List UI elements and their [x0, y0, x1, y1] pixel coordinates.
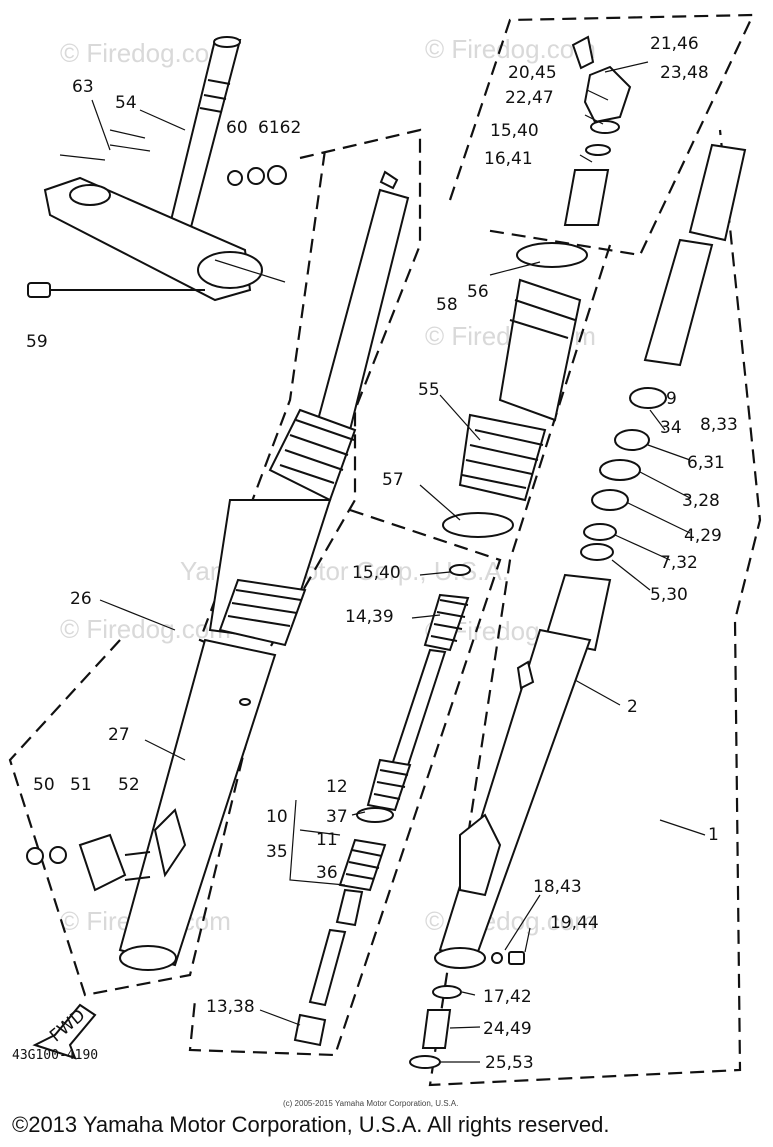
part-number: 15,40 — [490, 121, 539, 141]
small-copyright: (c) 2005-2015 Yamaha Motor Corporation, … — [283, 1099, 459, 1108]
right-fork-assy-outline — [428, 129, 762, 1087]
part-number: 9 — [666, 389, 677, 409]
part-number: 54 — [115, 93, 137, 113]
part-number: 20,45 — [508, 63, 557, 83]
damper-group-outline — [188, 508, 502, 1057]
outer-tube-assy-outline — [8, 639, 267, 997]
part-number: 10 — [266, 807, 288, 827]
outer-tube-group-outline — [198, 128, 422, 667]
part-number: 15,40 — [352, 563, 401, 583]
part-number: 55 — [418, 380, 440, 400]
part-number: 37 — [326, 807, 348, 827]
part-number: 26 — [70, 589, 92, 609]
part-number: 12 — [326, 777, 348, 797]
part-number: 1 — [708, 825, 719, 845]
part-number: 22,47 — [505, 88, 554, 108]
part-number: 23,48 — [660, 63, 709, 83]
part-number: 14,39 — [345, 607, 394, 627]
watermark: © Firedog.com — [425, 34, 596, 64]
left-fork — [26, 170, 410, 971]
right-fork — [409, 35, 747, 1069]
part-number: 60 — [226, 118, 248, 138]
drawing-code: 43G100-4190 — [12, 1048, 99, 1063]
part-number: 58 — [436, 295, 458, 315]
part-number: 7,32 — [660, 553, 698, 573]
part-number: 59 — [26, 332, 48, 352]
part-number: 27 — [108, 725, 130, 745]
watermark: © Firedog.com — [60, 614, 231, 644]
part-number: 63 — [72, 77, 94, 97]
part-number: 2 — [627, 697, 638, 717]
part-number: 21,46 — [650, 34, 699, 54]
part-number: 36 — [316, 863, 338, 883]
part-numbers: 63 54 60 6162 59 21,46 20,45 23,48 22,47… — [26, 34, 738, 1073]
part-number: 51 — [70, 775, 92, 795]
cap-group-outline — [448, 13, 755, 257]
part-number: 18,43 — [533, 877, 582, 897]
part-number: 24,49 — [483, 1019, 532, 1039]
part-number: 25,53 — [485, 1053, 534, 1073]
copyright-notice: ©2013 Yamaha Motor Corporation, U.S.A. A… — [12, 1112, 610, 1137]
part-number: 11 — [316, 830, 338, 850]
part-number: 17,42 — [483, 987, 532, 1007]
watermark: © Firedog.com — [60, 38, 231, 68]
group-outlines — [8, 13, 762, 1087]
part-number: 19,44 — [550, 913, 599, 933]
part-number: 6162 — [258, 118, 301, 138]
part-number: 52 — [118, 775, 140, 795]
part-number: 57 — [382, 470, 404, 490]
part-number: 34 — [660, 418, 682, 438]
part-number: 16,41 — [484, 149, 533, 169]
leader-lines — [91, 61, 706, 1063]
damper-rod — [293, 564, 471, 1047]
steering-stem — [27, 36, 287, 302]
part-number: 3,28 — [682, 491, 720, 511]
part-number: 5,30 — [650, 585, 688, 605]
part-number: 4,29 — [684, 526, 722, 546]
part-number: 6,31 — [687, 453, 725, 473]
part-number: 50 — [33, 775, 55, 795]
part-number: 8,33 — [700, 415, 738, 435]
part-number: 13,38 — [206, 997, 255, 1017]
part-number: 35 — [266, 842, 288, 862]
part-number: 56 — [467, 282, 489, 302]
